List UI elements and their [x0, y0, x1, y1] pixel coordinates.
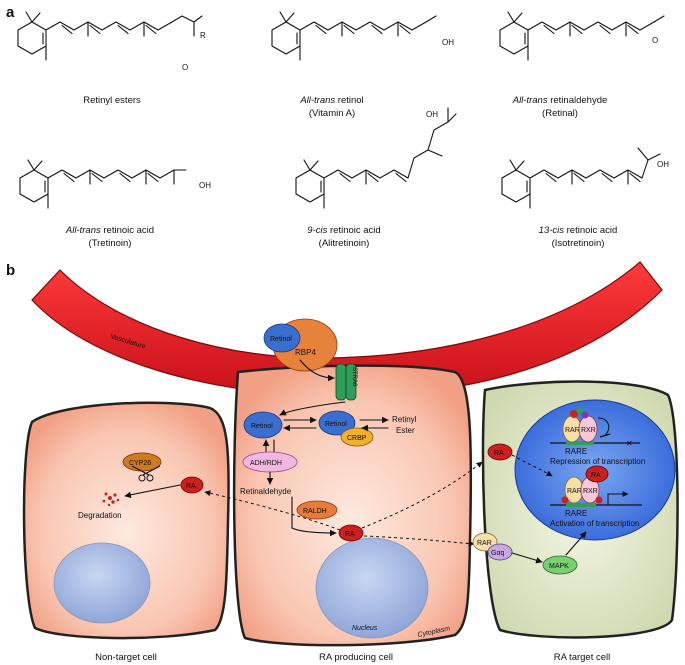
- adh-rdh-label: ADH/RDH: [250, 460, 282, 467]
- arrow-rbp4-to-stra6: [299, 359, 335, 382]
- transcription-start-arrow: [607, 491, 629, 505]
- label-ra-target-cell: RA target cell: [554, 652, 611, 663]
- activation-label: Activation of transcription: [550, 519, 639, 528]
- retinyl-ester-label-1: Retinyl: [392, 415, 417, 424]
- rare-element-2: [566, 503, 596, 507]
- arrow-ra-to-target: [361, 461, 483, 529]
- molecule-9-cis-retinoic-acid: [295, 107, 457, 209]
- caption-tretinoin: All-trans retinoic acid: [65, 225, 154, 236]
- stra6-label: STRA6: [351, 367, 357, 387]
- repression-label: Repression of transcription: [550, 457, 645, 466]
- ra-target-cytoplasm: [487, 443, 513, 461]
- label-non-target-cell: Non-target cell: [95, 652, 157, 663]
- mapk-protein: [542, 555, 578, 575]
- atom-o-ester: O: [182, 63, 188, 72]
- retinol-crbp-label: Retinol: [325, 421, 347, 428]
- ra-producing-label: RA: [345, 531, 355, 538]
- molecule-13-cis-retinoic-acid: [501, 147, 661, 209]
- rare-element-1: [566, 441, 594, 445]
- ra-non-target: [180, 476, 204, 494]
- caption-retinol: All-trans retinol: [299, 95, 363, 106]
- arrow-ra-into-nucleus: [511, 454, 553, 477]
- gaq-protein: [487, 543, 513, 561]
- rar-activation-label: RAR: [567, 488, 582, 495]
- rxr-activation-label: RXR: [583, 488, 598, 495]
- retinol-cell-label: Retinol: [251, 423, 273, 430]
- degraded-fragments-icon: [102, 492, 120, 507]
- panel-a-label: a: [6, 4, 15, 21]
- atom-oh-retinol: OH: [442, 38, 454, 47]
- repression-inhibition: [597, 417, 610, 437]
- gaq-label: Gαq: [491, 550, 504, 557]
- caption-retinol-sub: (Vitamin A): [309, 108, 355, 119]
- crbp-protein: [340, 427, 374, 447]
- arrow-ra-to-non-target: [204, 490, 341, 531]
- caption-retinal: All-trans retinaldehyde: [512, 95, 608, 106]
- repression-x-icon: ✕: [626, 439, 633, 448]
- crbp-label: CRBP: [347, 435, 367, 442]
- ra-target-cytoplasm-label: RA: [494, 450, 504, 457]
- rbp4-label: RBP4: [295, 348, 316, 357]
- rare-label-1: RARE: [565, 447, 587, 456]
- caption-alitretinoin: 9-cis retinoic acid: [307, 225, 380, 236]
- ra-producing: [338, 524, 364, 542]
- ra-non-target-label: RA: [186, 483, 196, 490]
- caption-retinal-sub: (Retinal): [542, 108, 578, 119]
- cyp26-label: CYP26: [129, 460, 151, 467]
- molecule-all-trans-retinol: [271, 11, 437, 61]
- arrow-to-ra: [291, 527, 337, 537]
- corepressor-2: [576, 407, 584, 415]
- arrow-gaq-to-mapk: [511, 552, 543, 564]
- caption-isotretinoin-sub: (Isotretinoin): [552, 238, 605, 249]
- molecule-all-trans-retinoic-acid: [19, 159, 187, 209]
- caption-alitretinoin-sub: (Alitretinoin): [319, 238, 370, 249]
- label-ra-producing-cell: RA producing cell: [319, 652, 393, 663]
- rar-repression-label: RAR: [565, 427, 580, 434]
- retinaldehyde-label: Retinaldehyde: [240, 487, 292, 496]
- atom-o-retinal: O: [652, 36, 658, 45]
- scissors-icon: [131, 465, 161, 482]
- raldh-enzyme: [296, 500, 338, 520]
- atom-r: R: [200, 31, 206, 40]
- atom-oh-tretinoin: OH: [199, 181, 211, 190]
- stra6-receptor: STRA6: [335, 363, 357, 401]
- retinol-vessel: [263, 323, 301, 353]
- rxr-repression-label: RXR: [581, 427, 596, 434]
- ra-bound-label: RA: [591, 472, 601, 479]
- coactivator-1: [561, 496, 569, 504]
- caption-isotretinoin: 13-cis retinoic acid: [539, 225, 618, 236]
- corepressor-3: [581, 411, 589, 419]
- atom-oh-isotretinoin: OH: [657, 160, 669, 169]
- arrow-ra-to-degradation: [124, 484, 181, 499]
- repression-bar: [599, 433, 611, 438]
- panel-b-label: b: [6, 262, 15, 279]
- degradation-label: Degradation: [78, 511, 122, 520]
- nucleus-label: Nucleus: [352, 625, 378, 632]
- ra-bound: [585, 465, 609, 483]
- corepressor-1: [570, 410, 578, 418]
- retinol-cell: [243, 411, 283, 439]
- mapk-label: MAPK: [549, 563, 569, 570]
- caption-tretinoin-sub: (Tretinoin): [89, 238, 132, 249]
- arrow-stra6-to-retinol: [279, 401, 346, 416]
- rare-label-2: RARE: [565, 509, 587, 518]
- retinyl-ester-label-2: Ester: [396, 426, 415, 435]
- retinol-crbp: [318, 410, 356, 436]
- molecule-all-trans-retinaldehyde: [499, 11, 665, 61]
- producing-nucleus: [315, 537, 429, 639]
- arrow-mapk-to-nucleus: [565, 531, 587, 556]
- atom-oh-alitretinoin: OH: [426, 110, 438, 119]
- molecule-retinyl-esters: [17, 11, 203, 61]
- vasculature-vessel: [31, 261, 663, 397]
- non-target-nucleus: [53, 542, 151, 624]
- raldh-label: RALDH: [303, 508, 327, 515]
- arrow-ra-to-rar-membrane: [363, 535, 475, 547]
- coactivator-2: [595, 496, 603, 504]
- retinol-vessel-label: Retinol: [270, 336, 292, 343]
- rar-membrane-label: RAR: [477, 540, 492, 547]
- caption-retinyl-esters: Retinyl esters: [83, 95, 141, 106]
